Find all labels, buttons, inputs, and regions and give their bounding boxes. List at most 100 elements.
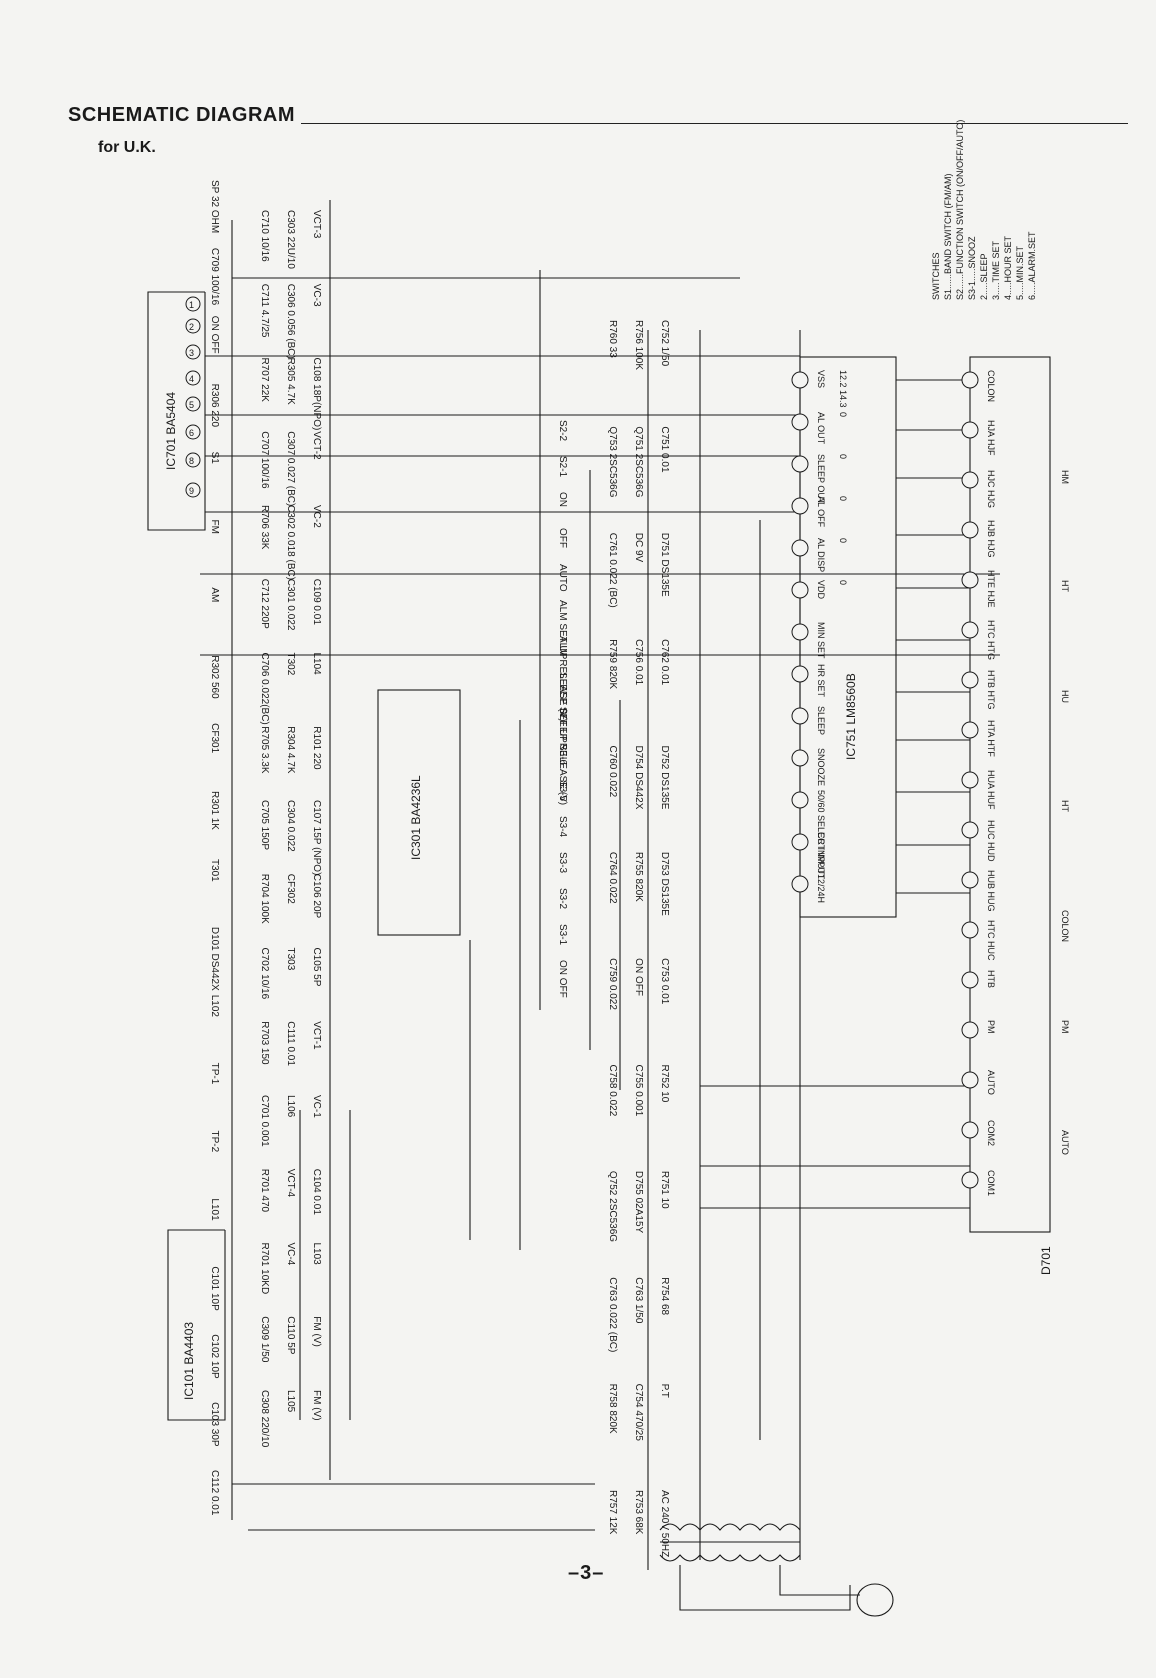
ic751-voltage: 0	[838, 454, 848, 459]
ic751-voltage: 0	[838, 538, 848, 543]
display-label: D701	[1039, 1246, 1053, 1275]
ic751-pin-label: SLEEP OUT	[816, 454, 826, 505]
ic751-pin	[791, 455, 809, 473]
right-component-label: ON OFF	[633, 958, 644, 996]
d701-pin	[961, 921, 979, 939]
legend-item: 3.....TIME SET	[991, 240, 1001, 300]
right-component-label: R757 12K	[607, 1490, 618, 1535]
center-component-label: C109 0.01	[311, 579, 322, 626]
d701-pin-label: HTE HJE	[986, 570, 996, 608]
display-segment-label: PM	[1060, 1020, 1070, 1034]
d701-pin-label: HTC HUC	[986, 920, 996, 961]
center-component-label: T303	[285, 948, 296, 971]
display-segment-label: HM	[1060, 470, 1070, 484]
d701-pin	[961, 621, 979, 639]
center-component-label: C706 0.022(BC)	[259, 653, 270, 725]
d701-pin	[961, 1071, 979, 1089]
right-component-label: R755 820K	[633, 852, 644, 902]
right-component-label: R760 33	[607, 320, 618, 358]
switches-legend: SWITCHES S1......BAND SWITCH (FM/AM) S2.…	[930, 120, 1038, 300]
left-component-label: D101 DS442X	[209, 927, 220, 991]
display-segment-label: HU	[1060, 690, 1070, 703]
switch-label: S3-6	[557, 744, 568, 766]
right-component-label: C759 0.022	[607, 958, 618, 1010]
d701-pin	[961, 1171, 979, 1189]
d701-pin-label: HTB	[986, 970, 996, 988]
left-component-label: C101 10P	[209, 1266, 220, 1311]
ic751-voltage: 0	[838, 496, 848, 501]
center-component-label: L105	[285, 1390, 296, 1413]
right-component-label: Q753 2SC536G	[607, 426, 618, 497]
ic751-pin	[791, 665, 809, 683]
legend-item: 5.....MIN.SET	[1015, 245, 1025, 300]
legend-item: S3-1.....SNOOZ	[967, 236, 977, 300]
d701-pin	[961, 821, 979, 839]
right-component-label: C761 0.022 (BC)	[607, 533, 618, 608]
left-component-label: R301 1K	[209, 791, 220, 830]
left-component-label: T301	[209, 859, 220, 882]
left-component-label: FM	[209, 519, 220, 533]
ic751-voltage: 0	[838, 412, 848, 417]
ic751-pin-label: HR SET	[816, 664, 826, 698]
legend-item: S2......FUNCTION SWITCH (ON/OFF/AUTO)	[955, 119, 965, 300]
d701-pin-label: HJC HJG	[986, 470, 996, 508]
center-component-label: R701 470	[259, 1169, 270, 1213]
center-component-label: C712 220P	[259, 579, 270, 629]
legend-heading: SWITCHES	[931, 252, 941, 300]
right-component-label: D752 DS135E	[659, 745, 670, 809]
display-segment-label: HT	[1060, 580, 1070, 592]
switch-label: S3-2	[557, 888, 568, 910]
d701-pin	[961, 971, 979, 989]
center-component-label: L103	[311, 1243, 322, 1266]
legend-item: S1......BAND SWITCH (FM/AM)	[943, 173, 953, 300]
center-component-label: C701 0.001	[259, 1095, 270, 1147]
center-component-label: C303 22U/10	[285, 210, 296, 269]
ic751-pin	[791, 707, 809, 725]
d701-pin	[961, 1121, 979, 1139]
svg-text:1: 1	[189, 300, 194, 310]
center-component-label: FM (V)	[311, 1390, 322, 1421]
diagram-header: SCHEMATIC DIAGRAM	[68, 104, 1128, 127]
right-component-label: C754 470/25	[633, 1384, 644, 1442]
switch-label: ALM RELEASE (V)	[557, 636, 568, 722]
legend-item: 2.....SLEEP	[979, 253, 989, 300]
d701-pin-label: COM2	[986, 1120, 996, 1146]
left-component-label: AM	[209, 587, 220, 602]
d701-pin-label: HUB HUG	[986, 870, 996, 912]
ic751-pin	[791, 371, 809, 389]
center-component-label: C705 150P	[259, 800, 270, 850]
center-component-label: C307 0.027 (BC)	[285, 431, 296, 506]
left-component-label: S1	[209, 452, 220, 465]
right-component-label: C756 0.01	[633, 639, 644, 686]
center-component-label: R305 4.7K	[285, 358, 296, 406]
page-title: SCHEMATIC DIAGRAM	[68, 104, 302, 127]
center-component-label: C302 0.018 (BC)	[285, 505, 296, 580]
right-component-label: C752 1/50	[659, 320, 670, 367]
ic101-label: IC101 BA4403	[182, 1322, 196, 1400]
d701-pin-label: HTB HTG	[986, 670, 996, 710]
d701-pin-label: HJB HJG	[986, 520, 996, 558]
right-component-label: C753 0.01	[659, 958, 670, 1005]
left-component-label: R302 560	[209, 655, 220, 699]
left-component-label: L102	[209, 995, 220, 1018]
center-component-label: VCT-4	[285, 1169, 296, 1198]
right-component-label: C763 0.022 (BC)	[607, 1277, 618, 1352]
center-component-label: VCT-2	[311, 431, 322, 460]
right-component-label: C762 0.01	[659, 639, 670, 686]
switch-label: ON	[557, 492, 568, 507]
switch-label: S3-4	[557, 816, 568, 838]
ic301-label: IC301 BA4236L	[409, 775, 423, 860]
center-component-label: C106 20P	[311, 874, 322, 919]
d701-pin-label: COM1	[986, 1170, 996, 1196]
ic701-label: IC701 BA5404	[164, 392, 178, 470]
right-component-label: AC 240V 50HZ	[659, 1490, 670, 1557]
display-segment-label: COLON	[1060, 910, 1070, 942]
ic751-pin	[791, 581, 809, 599]
center-component-label: VCT-3	[311, 210, 322, 239]
center-component-label: R705 3.3K	[259, 726, 270, 774]
switch-label: S2-1	[557, 456, 568, 478]
d701-pin	[961, 671, 979, 689]
center-component-label: C711 4.7/25	[259, 284, 270, 338]
